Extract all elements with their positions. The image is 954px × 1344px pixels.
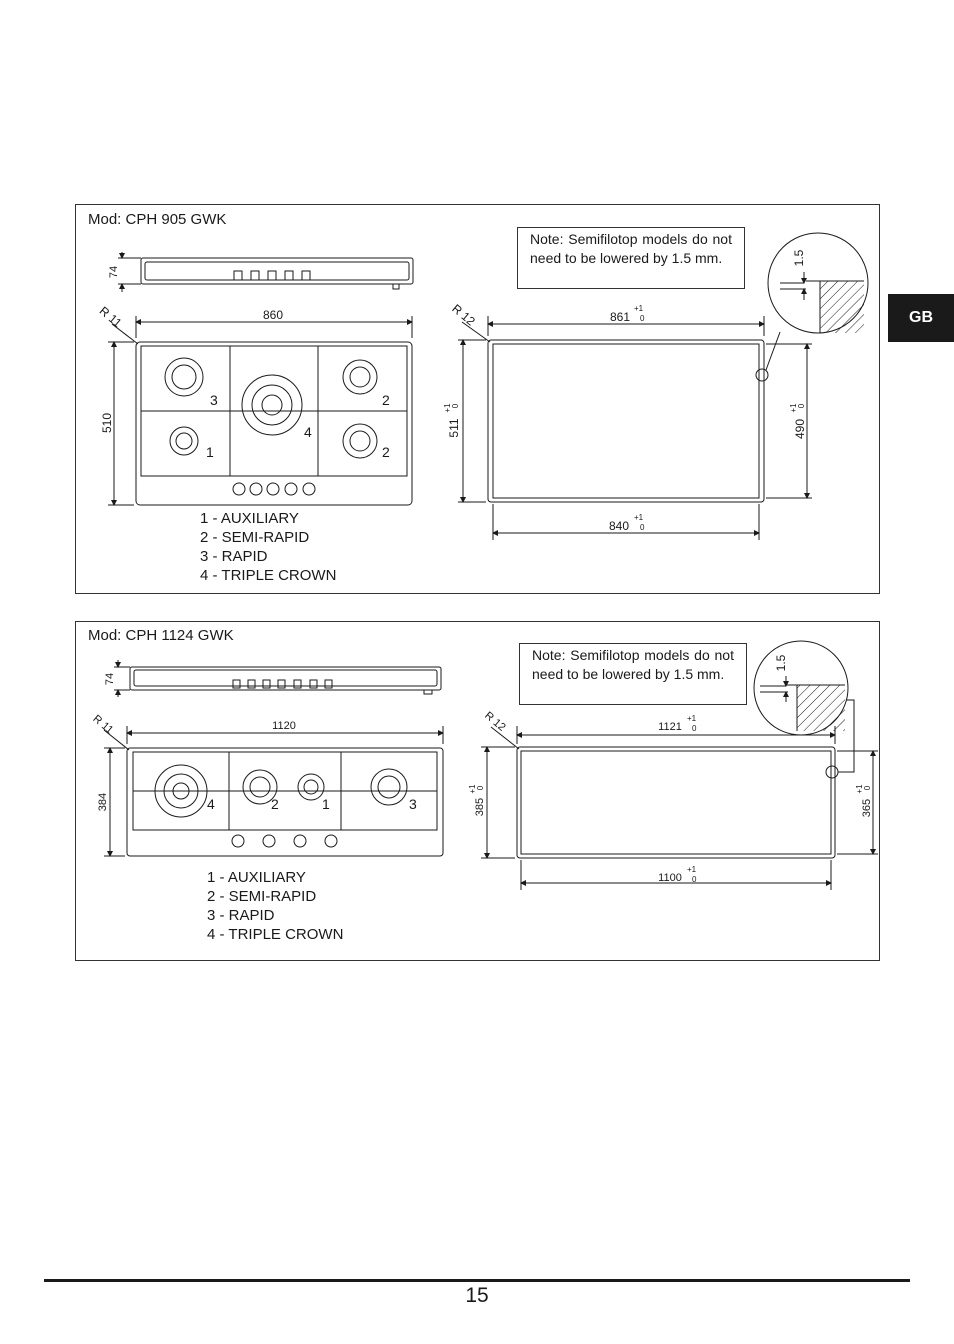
tolerance-zero: 0: [692, 724, 697, 733]
dim-detail-1: 1.5: [792, 249, 806, 266]
diagram-panel-1: [75, 204, 880, 594]
tolerance-zero: 0: [692, 875, 697, 884]
side-view-1: [118, 252, 414, 292]
burner-label: 1: [206, 444, 214, 460]
tolerance-plus: +1: [634, 513, 644, 522]
dim-cut-bottom-1: 840: [609, 519, 629, 533]
note-box-1: Note: Semifilotop models do not need to …: [517, 227, 745, 289]
dim-cut-left-2: 385: [474, 798, 486, 816]
dim-radius-2: R 11: [90, 713, 115, 737]
burner-label: 1: [322, 796, 330, 812]
dim-depth-1: 510: [100, 413, 114, 433]
tolerance-plus: +1: [789, 403, 798, 413]
burner-label: 3: [409, 796, 417, 812]
legend-item: 4 - TRIPLE CROWN: [207, 926, 344, 943]
detail-circle-1: [767, 232, 869, 334]
legend-item: 1 - AUXILIARY: [207, 869, 306, 886]
dim-cut-top-1: 861: [610, 310, 630, 324]
dim-cut-left-1: 511: [447, 418, 461, 437]
dim-width-2: 1120: [272, 720, 296, 732]
dim-radius-cut-1: R 12: [449, 301, 478, 328]
language-tab: GB: [888, 294, 954, 342]
tolerance-zero: 0: [640, 523, 645, 532]
burner-label: 4: [304, 424, 312, 440]
dim-width-1: 860: [263, 308, 283, 322]
top-view-1: [108, 316, 413, 506]
tolerance-plus: +1: [443, 403, 452, 413]
tolerance-zero: 0: [863, 785, 872, 790]
cutout-view-1: [458, 316, 812, 540]
burner-legend-1: 1 - AUXILIARY 2 - SEMI-RAPID 3 - RAPID 4…: [200, 509, 336, 585]
dim-detail-2: 1.5: [774, 654, 788, 671]
side-view-2: [114, 660, 442, 697]
dim-height-1: 74: [108, 266, 120, 278]
dim-cut-top-2: 1121: [658, 721, 682, 733]
dim-height-2: 74: [104, 673, 116, 685]
dim-cut-right-1: 490: [793, 419, 807, 439]
tolerance-zero: 0: [451, 403, 460, 408]
tolerance-zero: 0: [476, 785, 485, 790]
dim-radius-1: R 11: [97, 304, 125, 331]
legend-item: 4 - TRIPLE CROWN: [200, 567, 337, 584]
legend-item: 2 - SEMI-RAPID: [207, 888, 317, 905]
legend-item: 3 - RAPID: [200, 548, 268, 565]
tolerance-zero: 0: [797, 403, 806, 408]
burner-label: 2: [382, 392, 390, 408]
page-number: 15: [465, 1284, 489, 1307]
tolerance-zero: 0: [640, 314, 645, 323]
legend-item: 2 - SEMI-RAPID: [200, 529, 310, 546]
tolerance-plus: +1: [855, 784, 864, 794]
tolerance-plus: +1: [634, 304, 644, 313]
dim-cut-bottom-2: 1100: [658, 872, 682, 884]
detail-circle-2: [753, 640, 849, 736]
top-view-2: [103, 726, 444, 857]
footer-rule: [44, 1279, 910, 1282]
burner-legend-2: 1 - AUXILIARY 2 - SEMI-RAPID 3 - RAPID 4…: [207, 868, 343, 944]
dim-cut-right-2: 365: [861, 799, 873, 817]
legend-item: 1 - AUXILIARY: [200, 510, 299, 527]
burner-label: 2: [271, 796, 279, 812]
tolerance-plus: +1: [468, 784, 477, 794]
burner-label: 3: [210, 392, 218, 408]
model-title-1: Mod: CPH 905 GWK: [88, 211, 227, 228]
note-box-2: Note: Semifilotop models do not need to …: [519, 643, 747, 705]
tolerance-plus: +1: [687, 865, 697, 874]
burner-label: 2: [382, 444, 390, 460]
dim-depth-2: 384: [97, 793, 109, 811]
legend-item: 3 - RAPID: [207, 907, 275, 924]
cutout-view-2: [481, 699, 878, 890]
burner-label: 4: [207, 796, 215, 812]
tolerance-plus: +1: [687, 714, 697, 723]
model-title-2: Mod: CPH 1124 GWK: [88, 627, 234, 644]
